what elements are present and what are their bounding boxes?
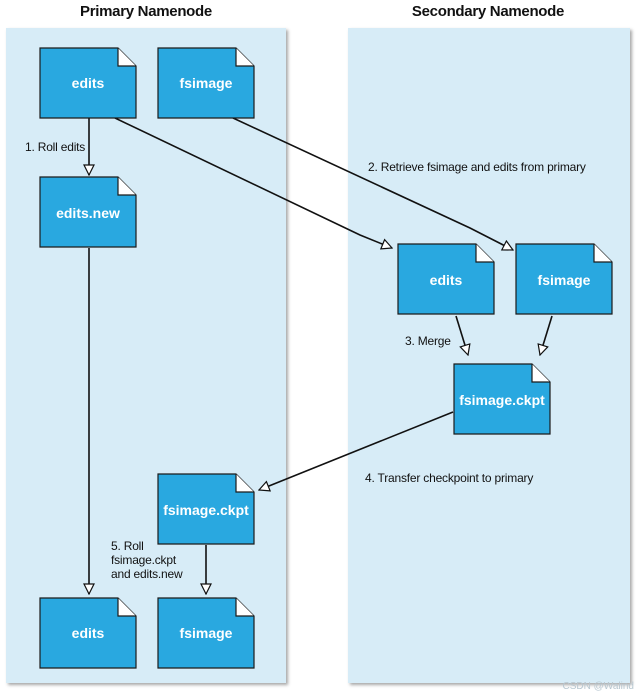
file-secondary-ckpt: fsimage.ckpt — [453, 363, 551, 435]
watermark: CSDN @Walind — [562, 681, 634, 692]
file-icon — [157, 47, 255, 119]
file-fold — [235, 474, 254, 493]
file-label: fsimage — [180, 75, 233, 91]
step-roll-line-3: and edits.new — [111, 567, 183, 581]
file-icon — [157, 597, 255, 669]
file-fold — [531, 364, 550, 383]
file-label: edits — [430, 272, 463, 288]
step-roll-line-2: fsimage.ckpt — [111, 553, 176, 567]
file-icon — [39, 47, 137, 119]
file-label: edits — [72, 625, 105, 641]
file-icon — [515, 243, 613, 315]
primary-namenode-title: Primary Namenode — [80, 3, 212, 20]
file-secondary-fsimage: fsimage — [515, 243, 613, 315]
arrow-merge-fsimage — [540, 315, 553, 355]
file-primary-ckpt: fsimage.ckpt — [157, 473, 255, 545]
file-label: fsimage — [180, 625, 233, 641]
file-final-fsimage: fsimage — [157, 597, 255, 669]
secondary-namenode-panel — [348, 28, 630, 683]
file-icon — [397, 243, 495, 315]
step-retrieve-label: 2. Retrieve fsimage and edits from prima… — [368, 160, 586, 174]
file-fold — [117, 48, 136, 67]
file-fold — [117, 177, 136, 196]
file-fold — [475, 244, 494, 263]
file-icon — [157, 473, 255, 545]
file-label: edits.new — [56, 205, 120, 221]
file-primary-edits: edits — [39, 47, 137, 119]
file-fold — [235, 48, 254, 67]
file-fold — [235, 598, 254, 617]
file-label: fsimage — [538, 272, 591, 288]
file-fold — [593, 244, 612, 263]
file-final-edits: edits — [39, 597, 137, 669]
step-merge-label: 3. Merge — [405, 334, 451, 348]
file-icon — [39, 176, 137, 248]
file-icon — [39, 597, 137, 669]
arrow-retrieve-fsimage — [232, 117, 513, 251]
file-primary-edits-new: edits.new — [39, 176, 137, 248]
step-transfer-label: 4. Transfer checkpoint to primary — [365, 471, 534, 485]
file-fold — [117, 598, 136, 617]
arrow-transfer-checkpoint — [259, 411, 454, 490]
step-roll-checkpoint-label: 5. Roll fsimage.ckpt and edits.new — [111, 539, 183, 581]
arrow-retrieve-edits — [114, 117, 392, 248]
file-label: fsimage.ckpt — [459, 392, 545, 408]
arrow-merge-edits — [455, 315, 468, 355]
file-secondary-edits: edits — [397, 243, 495, 315]
secondary-namenode-title: Secondary Namenode — [411, 3, 565, 20]
file-label: edits — [72, 75, 105, 91]
file-icon — [453, 363, 551, 435]
step-roll-edits-label: 1. Roll edits — [25, 140, 86, 154]
step-roll-line-1: 5. Roll — [111, 539, 144, 553]
arrows — [89, 117, 553, 594]
file-primary-fsimage: fsimage — [157, 47, 255, 119]
primary-namenode-panel — [6, 28, 286, 683]
file-label: fsimage.ckpt — [163, 502, 249, 518]
